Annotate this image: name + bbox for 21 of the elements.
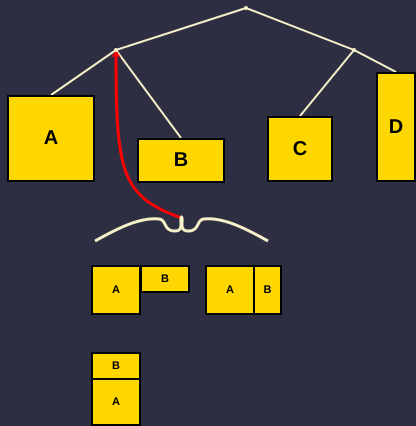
tree-line [116,7,246,51]
block-box: C [267,116,333,182]
block-box: B [137,138,225,183]
block-box: D [376,72,416,182]
tree-line [115,49,182,139]
curly-brace [93,213,270,243]
junction-point [352,48,356,52]
block-box: A [91,265,141,315]
block-box: B [140,265,190,293]
tree-line [50,49,117,96]
block-box: A [205,265,255,315]
tree-line [299,49,355,117]
junction-point [114,48,118,52]
block-box: A [7,95,95,182]
arrow [111,50,182,220]
block-box: B [91,352,141,380]
junction-point [244,6,248,10]
tree-line [246,7,354,51]
block-box: B [253,265,282,315]
block-box: A [91,378,141,426]
tree-line [354,49,396,73]
